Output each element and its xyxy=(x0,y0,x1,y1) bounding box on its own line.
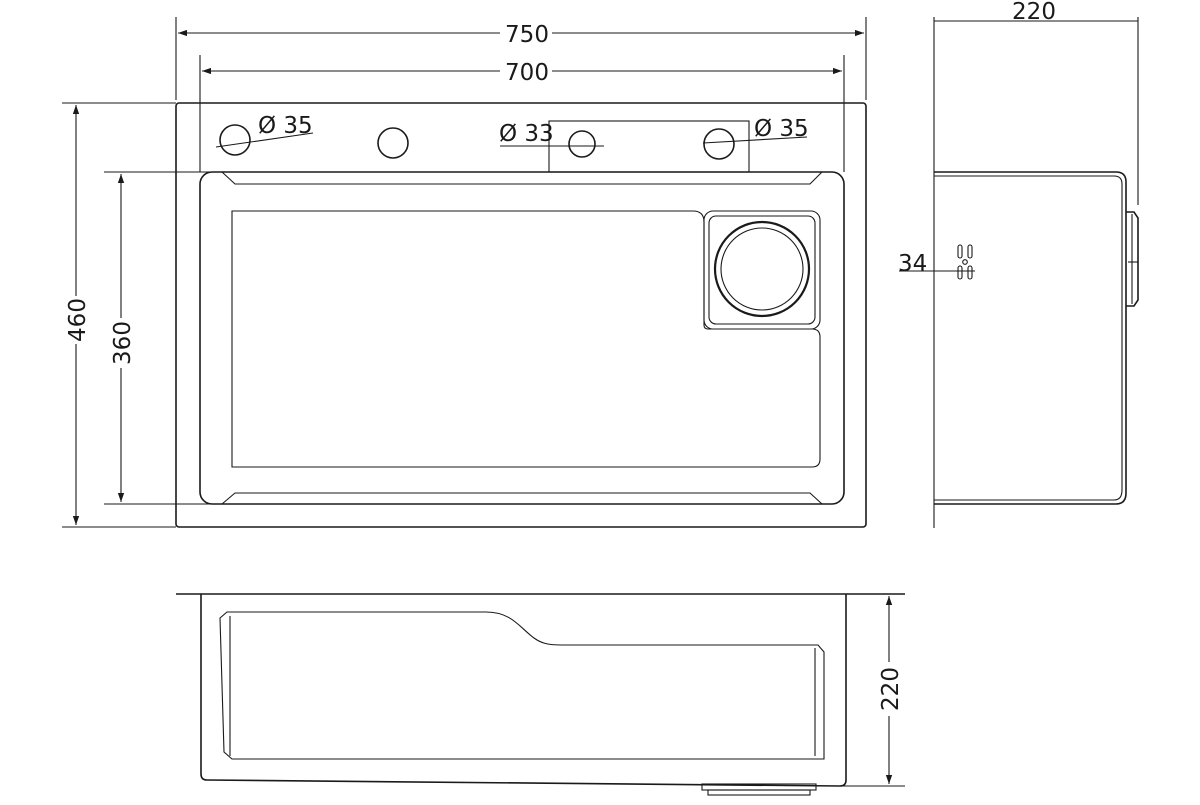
leader-line xyxy=(215,132,314,148)
drain-housing xyxy=(703,210,821,330)
tap-hole-left xyxy=(219,124,251,156)
bowl-basin xyxy=(231,210,821,468)
drain-ring-inner xyxy=(720,227,804,311)
drain-outlet-bottom xyxy=(707,789,811,796)
tap-hole-center xyxy=(568,130,596,158)
tap-hole-mid xyxy=(377,127,409,159)
side-offset-label: 34 xyxy=(898,251,927,277)
hole-center-label: Ø 33 xyxy=(499,121,554,147)
inner-width-label: 700 xyxy=(505,60,549,86)
overall-depth-label: 460 xyxy=(65,298,91,342)
sink-outline xyxy=(175,102,867,528)
bowl-outline xyxy=(199,171,845,505)
side-body-inner xyxy=(934,175,1123,501)
bowl-bevel-top xyxy=(221,171,823,185)
side-body xyxy=(934,171,1127,505)
front-body xyxy=(200,594,847,787)
front-height-label: 220 xyxy=(878,667,904,711)
overflow-flange xyxy=(1126,211,1139,307)
overall-width-label: 750 xyxy=(505,22,549,48)
top-view: 750 700 460 360 Ø 35 Ø 33 Ø 35 xyxy=(62,17,867,528)
side-view: 220 34 xyxy=(898,0,1139,528)
front-basin-profile xyxy=(219,611,825,760)
drain-housing-inner xyxy=(708,215,816,325)
side-width-label: 220 xyxy=(1012,0,1056,25)
bowl-bevel-bottom xyxy=(221,492,823,505)
drain-ring-outer xyxy=(713,220,811,318)
tap-hole-right xyxy=(703,128,735,160)
overflow-slots xyxy=(957,244,973,280)
hole-left-label: Ø 35 xyxy=(258,113,313,139)
front-view: 220 xyxy=(176,593,905,796)
hole-right-label: Ø 35 xyxy=(754,116,809,142)
leader-line xyxy=(702,136,808,144)
inner-depth-label: 360 xyxy=(110,321,136,365)
